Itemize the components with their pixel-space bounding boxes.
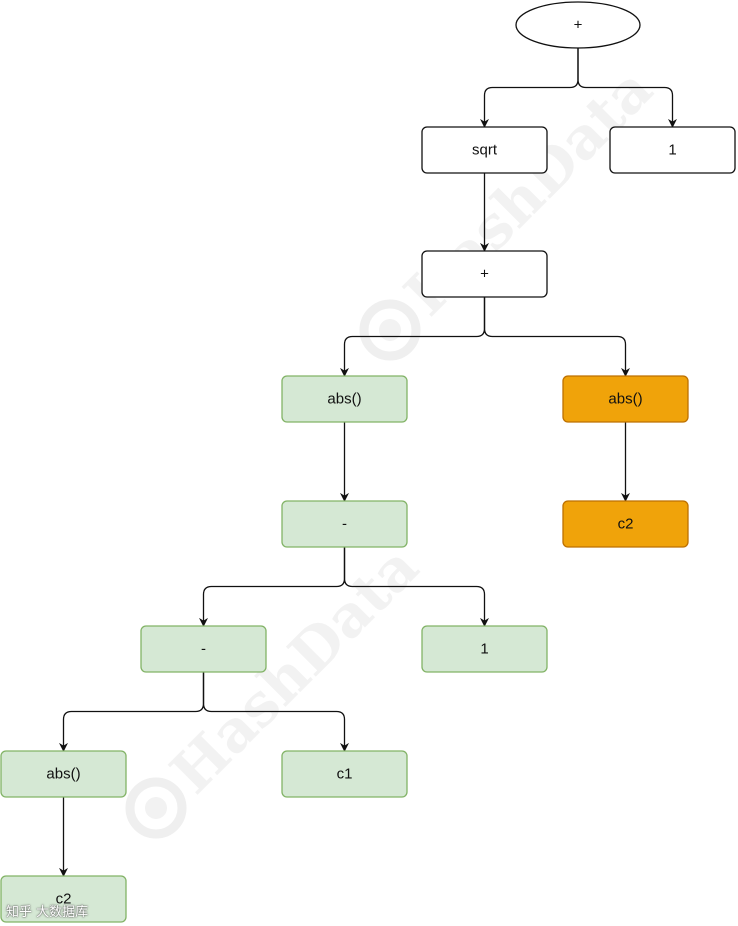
watermark-upper: HashData xyxy=(359,55,665,361)
edge-minus-upper-to-minus-lower xyxy=(199,547,346,627)
node-c2-right: c2 xyxy=(562,500,689,548)
node-abs-right-label: abs() xyxy=(608,391,642,408)
node-c1-shape xyxy=(281,750,408,798)
node-abs-right-shape xyxy=(562,375,689,423)
node-one-mid-shape xyxy=(421,625,548,673)
source-watermark: 知乎 大数据库 xyxy=(6,905,89,920)
node-root-plus-shape xyxy=(515,1,641,49)
node-c1-label: c1 xyxy=(337,766,353,783)
node-abs-bottom-shape xyxy=(0,750,127,798)
node-one-mid: 1 xyxy=(421,625,548,673)
node-minus-upper: - xyxy=(281,500,408,548)
node-root-plus-label: + xyxy=(574,17,583,34)
node-minus-lower: - xyxy=(140,625,267,673)
node-c2-right-label: c2 xyxy=(618,516,634,533)
edge-minus-lower-to-c1 xyxy=(202,672,349,752)
node-abs-bottom: abs() xyxy=(0,750,127,798)
edge-minus-lower-to-abs-bottom xyxy=(59,672,205,752)
node-minus-lower-label: - xyxy=(201,641,206,658)
node-c2-bottom-shape xyxy=(0,875,127,923)
node-abs-bottom-label: abs() xyxy=(46,766,80,783)
node-minus-lower-shape xyxy=(140,625,267,673)
watermark-logo-icon xyxy=(125,777,187,839)
node-minus-upper-shape xyxy=(281,500,408,548)
node-plus-inner-label: + xyxy=(480,266,489,283)
node-sqrt-shape xyxy=(421,126,548,174)
node-plus-inner-shape xyxy=(421,250,548,298)
node-c2-right-shape xyxy=(562,500,689,548)
watermark-logo-icon xyxy=(359,299,421,361)
node-c1: c1 xyxy=(281,750,408,798)
node-c2-bottom-label: c2 xyxy=(56,891,72,908)
edge-minus-upper-to-one-mid xyxy=(343,547,489,627)
node-c2-bottom: c2 xyxy=(0,875,127,923)
edges-layer xyxy=(59,48,677,877)
node-abs-right: abs() xyxy=(562,375,689,423)
node-one-mid-label: 1 xyxy=(480,641,488,658)
node-abs-left: abs() xyxy=(281,375,408,423)
node-minus-upper-label: - xyxy=(342,516,347,533)
edge-root-plus-to-one-top xyxy=(577,48,677,128)
edge-plus-inner-to-abs-left xyxy=(340,297,486,377)
node-plus-inner: + xyxy=(421,250,548,298)
node-sqrt-label: sqrt xyxy=(472,142,498,159)
watermark-lower: HashData xyxy=(125,533,431,839)
edge-root-plus-to-sqrt xyxy=(480,48,579,128)
node-sqrt: sqrt xyxy=(421,126,548,174)
node-one-top-label: 1 xyxy=(668,142,676,159)
node-abs-left-label: abs() xyxy=(327,391,361,408)
node-one-top: 1 xyxy=(609,126,736,174)
node-root-plus: + xyxy=(515,1,641,49)
node-one-top-shape xyxy=(609,126,736,174)
node-abs-left-shape xyxy=(281,375,408,423)
edge-plus-inner-to-abs-right xyxy=(483,297,630,377)
